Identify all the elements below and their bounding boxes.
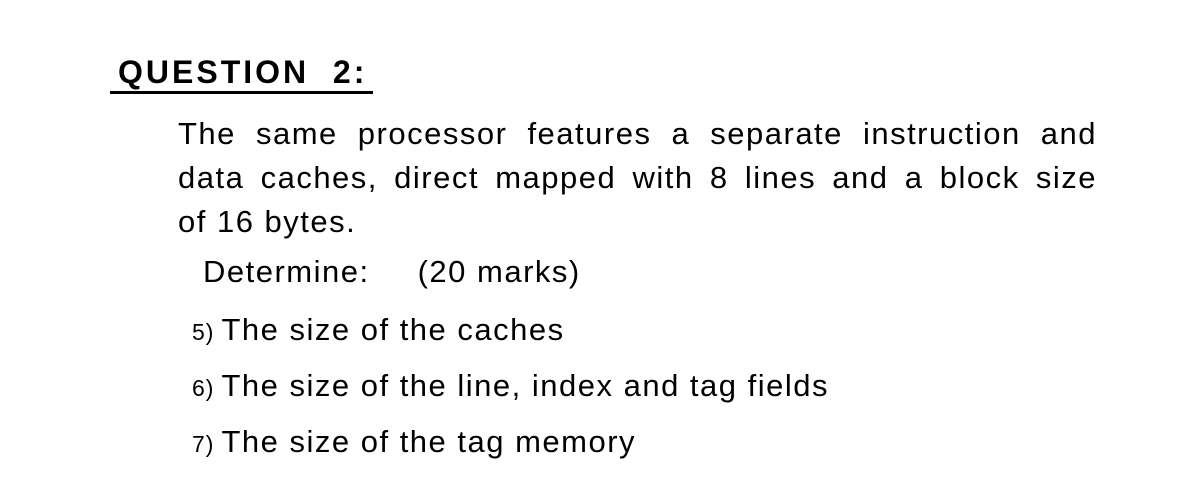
marks-label: (20 marks) — [417, 254, 581, 289]
item-number: 7) — [192, 431, 215, 457]
paragraph-line-3: of 16 bytes. — [178, 204, 357, 239]
item-text: The size of the tag memory — [221, 424, 637, 459]
item-number: 5) — [192, 319, 215, 345]
determine-label: Determine: — [203, 254, 370, 289]
question-sub-items: 5)The size of the caches 6)The size of t… — [192, 308, 829, 476]
list-item: 7)The size of the tag memory — [192, 420, 829, 466]
list-item: 6)The size of the line, index and tag fi… — [192, 364, 829, 410]
list-item: 5)The size of the caches — [192, 308, 829, 354]
item-number: 6) — [192, 375, 215, 401]
item-text: The size of the line, index and tag fiel… — [221, 368, 830, 403]
question-heading: QUESTION 2: — [110, 56, 374, 94]
question-paragraph: The same processor features a separate i… — [178, 112, 1097, 244]
paragraph-line-1: The same processor features a separate i… — [178, 116, 1097, 151]
determine-line: Determine: (20 marks) — [203, 250, 581, 294]
paragraph-line-2: data caches, direct mapped with 8 lines … — [178, 160, 1097, 195]
item-text: The size of the caches — [221, 312, 565, 347]
